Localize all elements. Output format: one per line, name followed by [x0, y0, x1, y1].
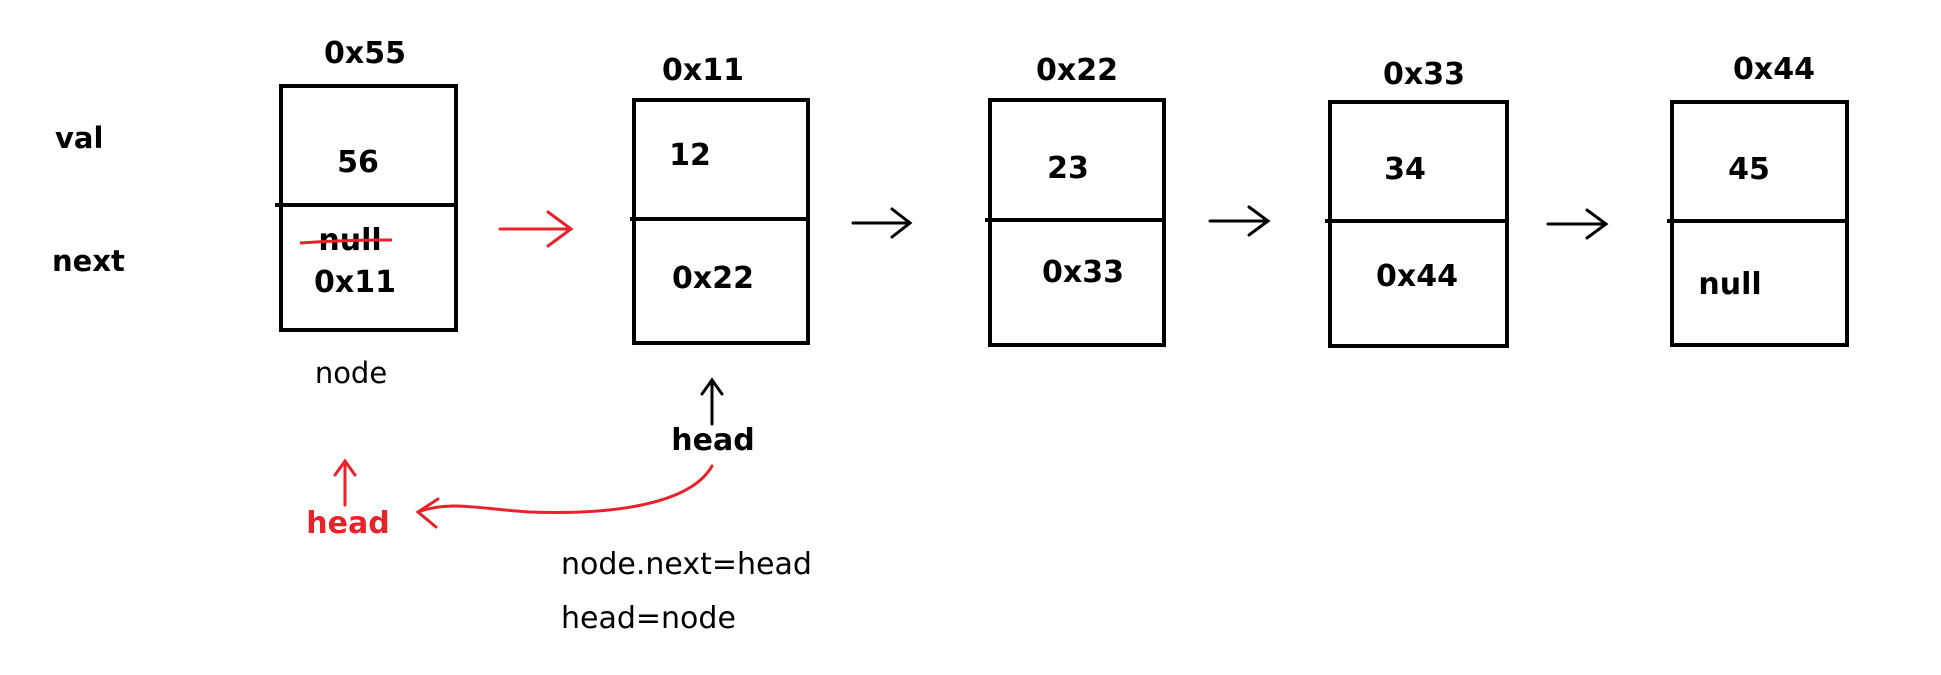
next-row-label: next: [52, 244, 125, 278]
node-0x11: 0x11 12 0x22: [630, 53, 810, 345]
node-val: 56: [337, 145, 379, 180]
node-0x33: 0x33 34 0x44: [1325, 57, 1509, 348]
node-box: [279, 84, 458, 332]
node-box: [1670, 100, 1849, 347]
node-val: 23: [1047, 151, 1089, 186]
red-link-arrow: [498, 210, 574, 248]
node-next: 0x11: [314, 265, 396, 300]
node-next: 0x22: [672, 261, 754, 296]
node-next: 0x33: [1042, 255, 1124, 290]
node-address: 0x55: [324, 36, 406, 71]
node-box: [1328, 100, 1509, 348]
node-next: 0x44: [1376, 259, 1458, 294]
node-address: 0x22: [1036, 53, 1118, 88]
node-caption: node: [315, 356, 387, 390]
up-arrow-icon: [700, 377, 724, 426]
node-box: [988, 98, 1166, 347]
node-address: 0x33: [1383, 57, 1465, 92]
node-box: [632, 98, 810, 345]
curved-red-arrow: [415, 464, 714, 529]
node-address: 0x44: [1733, 52, 1815, 87]
node-val: 45: [1728, 152, 1770, 187]
link-arrow: [1208, 205, 1271, 237]
code-line-1: node.next=head: [561, 547, 812, 582]
strikethrough-mark: [299, 238, 393, 245]
red-up-arrow-icon: [333, 458, 357, 507]
val-row-label: val: [55, 121, 103, 155]
node-val: 12: [669, 138, 711, 173]
link-arrow: [1546, 208, 1609, 240]
node-0x22: 0x22 23 0x33: [985, 53, 1166, 347]
node-val: 34: [1384, 152, 1426, 187]
code-line-2: head=node: [561, 601, 736, 636]
link-arrow: [851, 207, 913, 239]
node-next: null: [1698, 267, 1761, 302]
head-label-new: head: [306, 506, 389, 541]
node-0x44: 0x44 45 null: [1667, 52, 1849, 347]
head-label-old: head: [671, 423, 754, 458]
node-address: 0x11: [662, 53, 744, 88]
node-0x55: 0x55 56 null 0x11 node: [275, 36, 458, 390]
